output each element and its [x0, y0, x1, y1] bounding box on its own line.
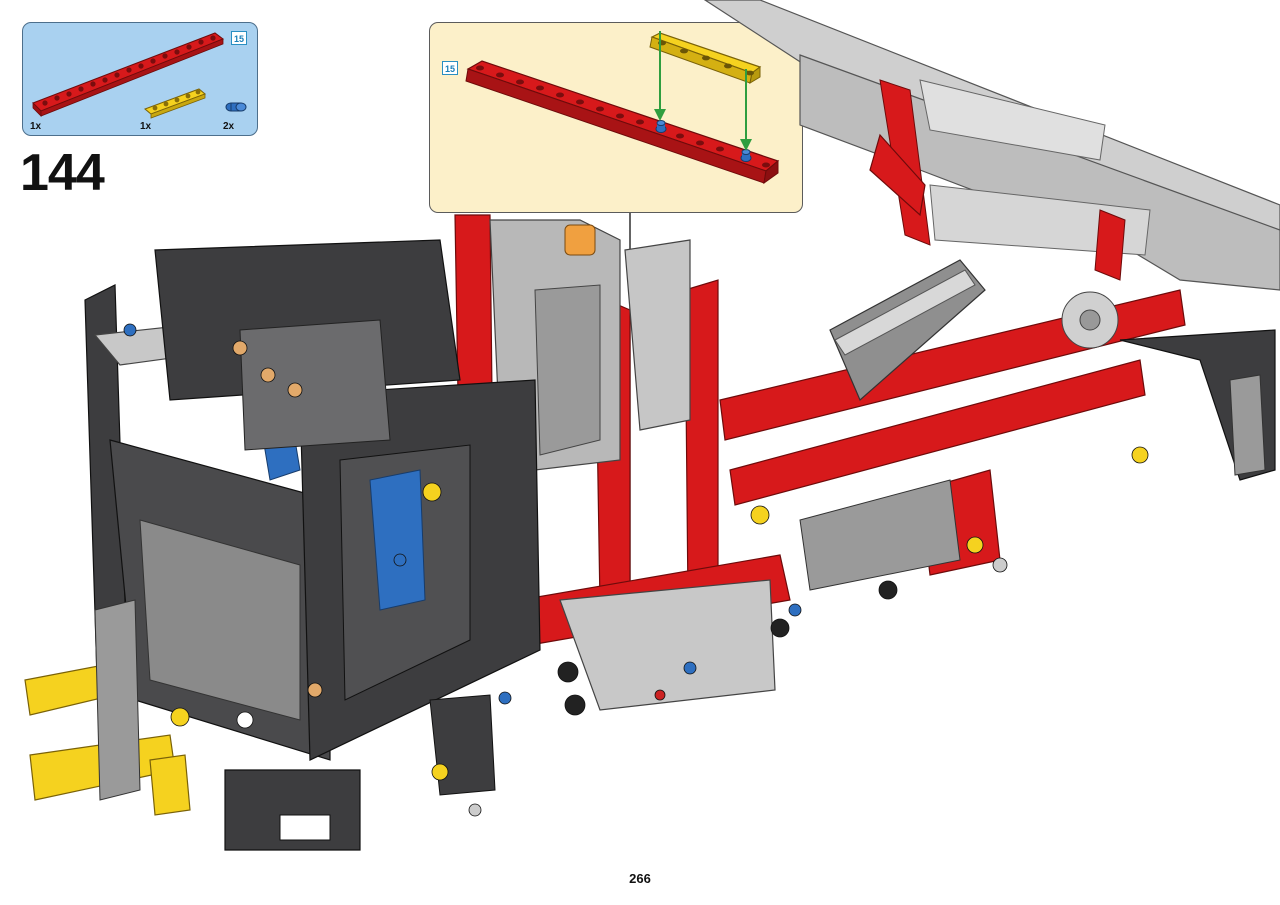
callout-blue-pin [655, 120, 667, 133]
truck-cab [84, 239, 541, 771]
quantity-label: 1x [140, 121, 152, 132]
quantity-label: 2x [223, 121, 235, 132]
green-arrow-icon [654, 31, 666, 121]
parts-illustration [32, 32, 247, 119]
callout-blue-pin [740, 149, 752, 162]
subassembly-illustration [465, 31, 780, 185]
callout-red-beam [465, 60, 780, 185]
battery-box [489, 219, 691, 471]
dump-bed [703, 0, 1280, 291]
blue-pin-part [225, 102, 247, 112]
front-bumper [24, 599, 361, 851]
step-number: 144 [20, 144, 105, 202]
subassembly-callout: 15 [429, 22, 803, 213]
beam-length-badge: 15 [442, 61, 458, 75]
callout-yellow-beam [649, 32, 762, 85]
red-beam-15-part [32, 32, 225, 117]
quantity-label: 1x [30, 121, 42, 132]
yellow-beam-5-part [144, 88, 206, 119]
pins-and-axles [123, 323, 1149, 817]
page-number: 266 [629, 871, 651, 886]
beam-length-badge: 15 [231, 31, 247, 45]
green-arrow-icon [740, 69, 752, 151]
parts-list-box: 15 1x 1x 2x [22, 22, 258, 136]
